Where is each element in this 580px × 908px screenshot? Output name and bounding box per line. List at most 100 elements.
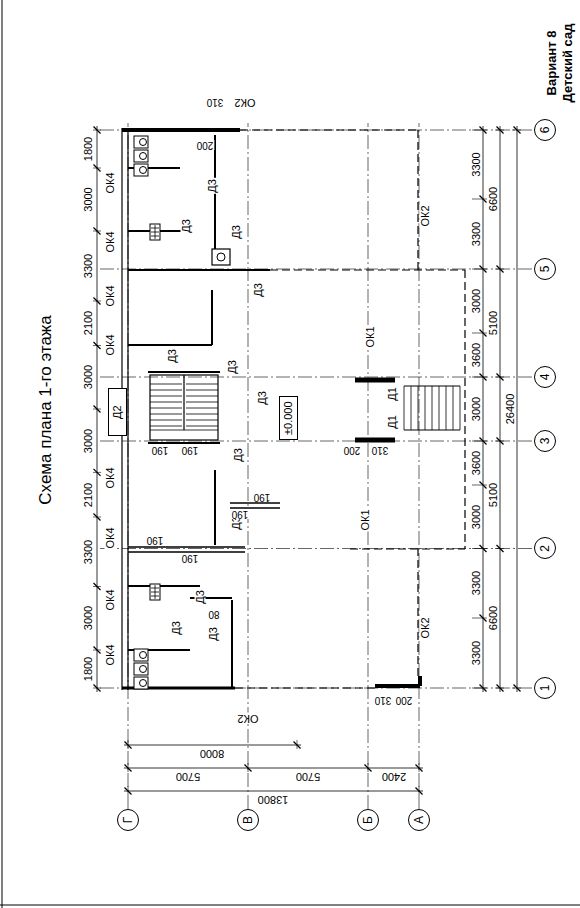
step-line: [418, 386, 419, 430]
dimension-label: 200: [196, 140, 215, 150]
extension-line: [472, 199, 487, 200]
dimension-tick: [480, 196, 487, 203]
dimension-tick: [94, 342, 101, 349]
dimension-label: 3000: [471, 504, 482, 530]
dimension-label: 310: [374, 695, 393, 705]
dimension-label: 3300: [83, 253, 94, 279]
axis-bubble: В: [237, 809, 259, 831]
dimension-lines: [93, 126, 521, 795]
door-mark: Д3: [195, 589, 206, 605]
extension-line: [472, 333, 487, 334]
step-line: [404, 430, 460, 431]
stair-step: [186, 396, 218, 397]
dimension-label: 5700: [295, 771, 321, 782]
dimension-label: 200: [395, 695, 414, 705]
step-line: [425, 386, 426, 430]
axis-bubble: А: [408, 809, 430, 831]
axis-line: [100, 130, 534, 131]
toilet-symbol: [134, 164, 148, 176]
wall: [128, 269, 270, 271]
dimension-label: 3300: [471, 221, 482, 247]
stair-line: [150, 430, 218, 431]
window-mark: ОК2: [420, 616, 431, 639]
stair-step: [150, 426, 182, 427]
node-text: 4: [539, 374, 551, 381]
dimension-tick: [497, 685, 504, 692]
dimension-line: [500, 126, 501, 692]
dimension-label: 5100: [488, 310, 499, 336]
dimension-line: [517, 126, 518, 692]
dimension-tick: [125, 765, 132, 772]
axis-line: [100, 377, 534, 378]
window-mark: ОК1: [360, 508, 371, 531]
step-line: [404, 386, 405, 430]
door-tag-box: Д2: [108, 388, 127, 436]
dimension-label: 6600: [488, 186, 499, 212]
dimension-label: 310: [371, 445, 390, 455]
toilet-symbol: [140, 652, 147, 659]
wall: [355, 438, 395, 443]
dimension-tick: [514, 127, 521, 134]
wall: [270, 269, 465, 270]
dimension-label: 5700: [175, 771, 201, 782]
dimension-label: 1800: [83, 136, 94, 162]
dimension-label: 190: [181, 445, 200, 455]
extension-line: [472, 688, 487, 689]
door-mark: Д3: [233, 447, 244, 463]
door-mark: Д3: [253, 282, 264, 298]
step-line: [460, 386, 461, 430]
window-mark: ОК4: [105, 643, 116, 666]
title-block-text: Вариант 8: [545, 30, 558, 97]
door-mark: Д3: [167, 348, 178, 364]
wall: [355, 378, 395, 383]
dimension-tick: [480, 685, 487, 692]
dimension-tick: [94, 469, 101, 476]
dimension-tick: [125, 788, 132, 795]
node-text: ±0.000: [282, 401, 294, 435]
window-mark: ОК4: [105, 466, 116, 489]
dimension-line: [124, 768, 423, 769]
axis-bubble: Г: [117, 809, 139, 831]
sheet-title: Схема плана 1-го этажа: [37, 314, 54, 505]
toilet-symbol: [134, 663, 148, 675]
window-mark: ОК2: [236, 713, 259, 724]
stair-step: [186, 420, 218, 421]
dimension-tick: [94, 514, 101, 521]
dimension-label: 310: [206, 97, 225, 107]
extension-line: [472, 441, 487, 442]
dimension-tick: [480, 330, 487, 337]
stair: [150, 375, 218, 440]
entrance-steps: [404, 386, 460, 430]
fixtures: [134, 136, 230, 689]
dimension-tick: [294, 742, 301, 749]
wall: [350, 548, 465, 549]
step-line: [446, 386, 447, 430]
wall: [128, 585, 200, 587]
axis-line: [100, 688, 534, 689]
step-line: [432, 386, 433, 430]
dimension-tick: [94, 298, 101, 305]
wall: [128, 344, 212, 346]
wall: [235, 687, 376, 688]
door-mark: Д1: [387, 414, 398, 430]
dimension-label: 3300: [471, 570, 482, 596]
axis-line: [100, 441, 534, 442]
toilet-symbol: [140, 153, 147, 160]
stair-step: [150, 414, 182, 415]
step-line: [453, 386, 454, 430]
wall: [231, 600, 233, 688]
sink-symbol: [150, 584, 160, 600]
stair-step: [186, 414, 218, 415]
dimension-tick: [416, 788, 423, 795]
axis-bubble: 6: [534, 119, 556, 141]
stair-step: [186, 384, 218, 385]
door-mark: Д3: [208, 626, 219, 642]
toilet-symbol: [134, 136, 148, 148]
extension-line: [472, 269, 487, 270]
dimension-label: 3300: [83, 539, 94, 565]
sink-symbol: [150, 224, 160, 240]
dimension-tick: [94, 685, 101, 692]
stair-step: [150, 408, 182, 409]
title-block-text: Детский сад: [561, 23, 574, 104]
axis-bubble: 3: [534, 430, 556, 452]
